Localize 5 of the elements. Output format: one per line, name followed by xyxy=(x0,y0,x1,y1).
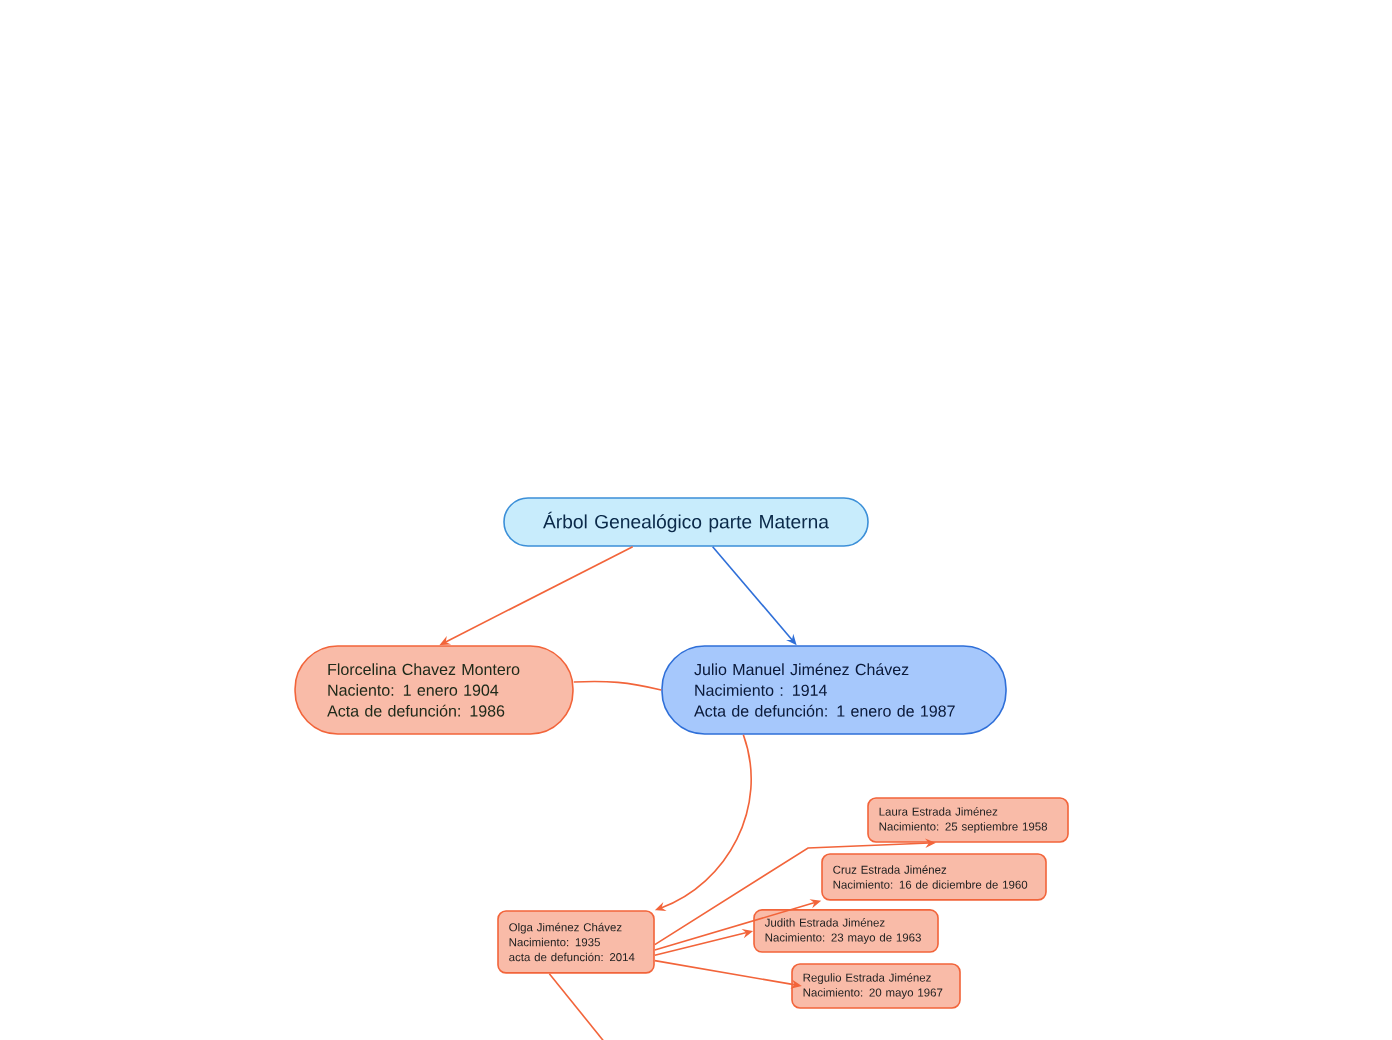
title-box: Árbol Genealógico parte Materna xyxy=(503,497,869,547)
person-box: Florcelina Chavez Montero Naciento: 1 enero 1904 Acta de defunción: 1986 xyxy=(294,645,574,735)
connector xyxy=(548,972,607,1040)
person-box: Julio Manuel Jiménez Chávez Nacimiento : 1914 Acta de defunción: 1 enero de 1987 xyxy=(661,645,1007,735)
connector xyxy=(572,680,662,691)
